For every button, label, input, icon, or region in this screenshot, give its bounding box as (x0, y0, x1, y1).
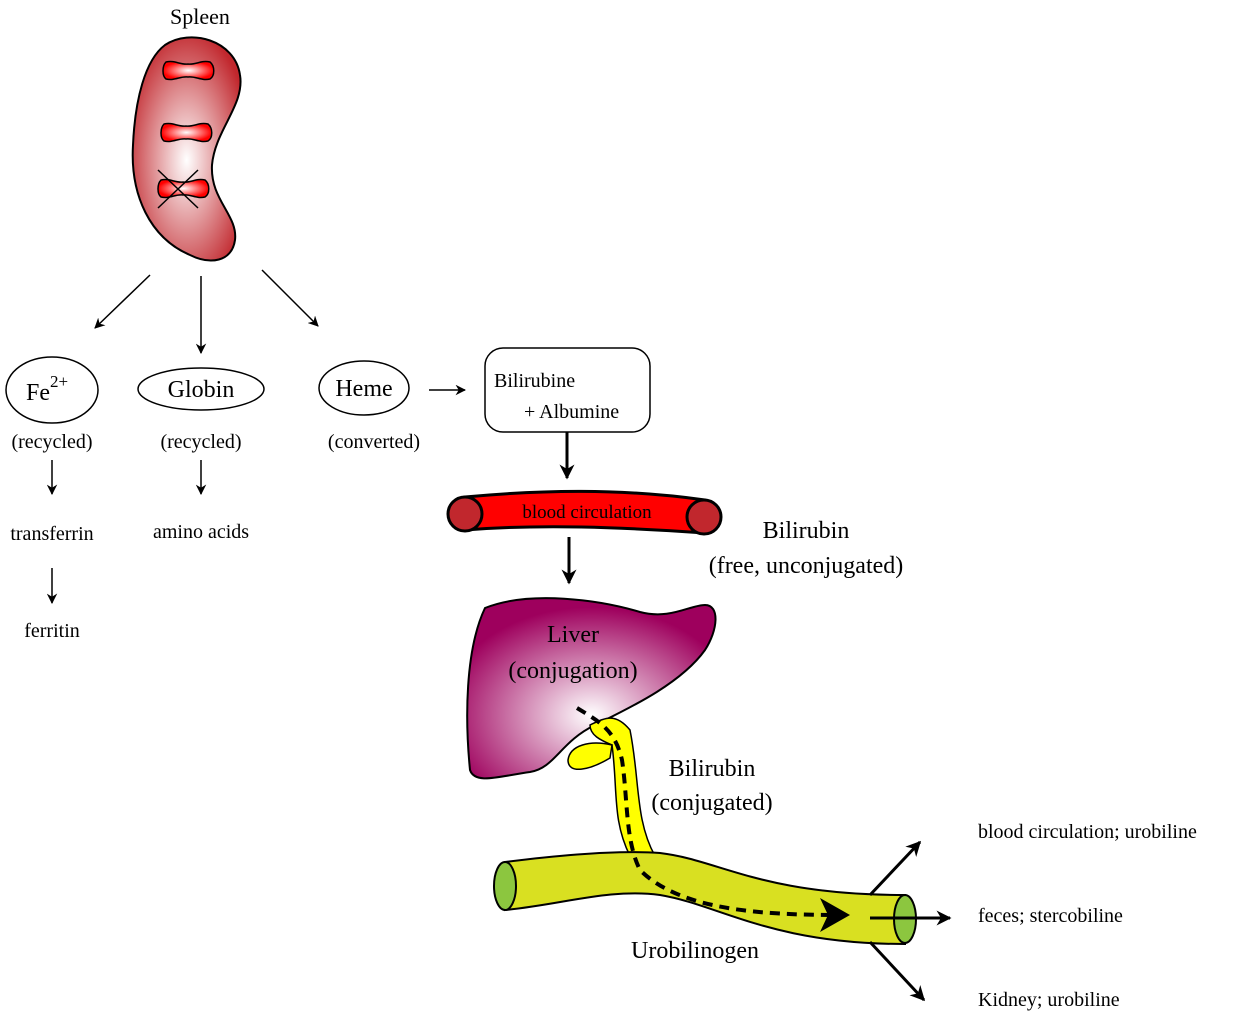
amino-acids-label: amino acids (153, 521, 249, 543)
spleen-shape (131, 36, 242, 262)
blood-circulation-label: blood circulation (522, 502, 652, 523)
intestine-end-left (493, 861, 517, 911)
intestine (504, 851, 906, 946)
red-blood-cell-icon (162, 60, 215, 81)
arrow-to-fe (94, 274, 151, 329)
liver-function-label: (conjugation) (508, 658, 637, 684)
albumine-label: + Albumine (524, 401, 619, 423)
bilirubine-label: Bilirubine (494, 370, 575, 392)
globin-status: (recycled) (160, 431, 241, 453)
red-blood-cell-icon (160, 122, 213, 143)
output-feces: feces; stercobiline (978, 905, 1123, 927)
output-kidney: Kidney; urobiline (978, 989, 1120, 1011)
gallbladder (567, 742, 613, 770)
vessel-end-left (446, 495, 484, 533)
vessel-end-right (685, 498, 723, 536)
heme-label: Heme (335, 376, 392, 402)
destroyed-red-blood-cell-icon (157, 169, 210, 209)
urobilinogen-label: Urobilinogen (631, 938, 759, 964)
arrow-to-blood-circulation (868, 840, 922, 897)
globin-node (137, 367, 265, 411)
globin-label: Globin (168, 377, 235, 403)
flow-arrowhead (820, 898, 850, 932)
bilirubin-conj-subtitle: (conjugated) (651, 790, 772, 816)
bilirubin-flow-path (575, 706, 841, 917)
transferrin-label: transferrin (10, 523, 93, 545)
arrow-to-kidney (868, 940, 926, 1002)
output-blood-circulation: blood circulation; urobiline (978, 821, 1197, 843)
bile-duct (589, 717, 657, 857)
arrow-to-heme (261, 269, 319, 327)
bilirubin-conj-title: Bilirubin (669, 756, 756, 782)
liver-shape (466, 597, 717, 780)
heme-status: (converted) (328, 431, 420, 453)
fe-label: Fe2+ (26, 372, 68, 406)
heme-node (318, 360, 410, 416)
spleen-label: Spleen (170, 4, 230, 29)
ferritin-label: ferritin (24, 620, 80, 642)
fe-node (5, 356, 99, 424)
bilirubin-free-title: Bilirubin (763, 518, 850, 544)
fe-status: (recycled) (11, 431, 92, 453)
liver-label: Liver (547, 622, 599, 648)
bilirubin-free-subtitle: (free, unconjugated) (709, 553, 904, 579)
